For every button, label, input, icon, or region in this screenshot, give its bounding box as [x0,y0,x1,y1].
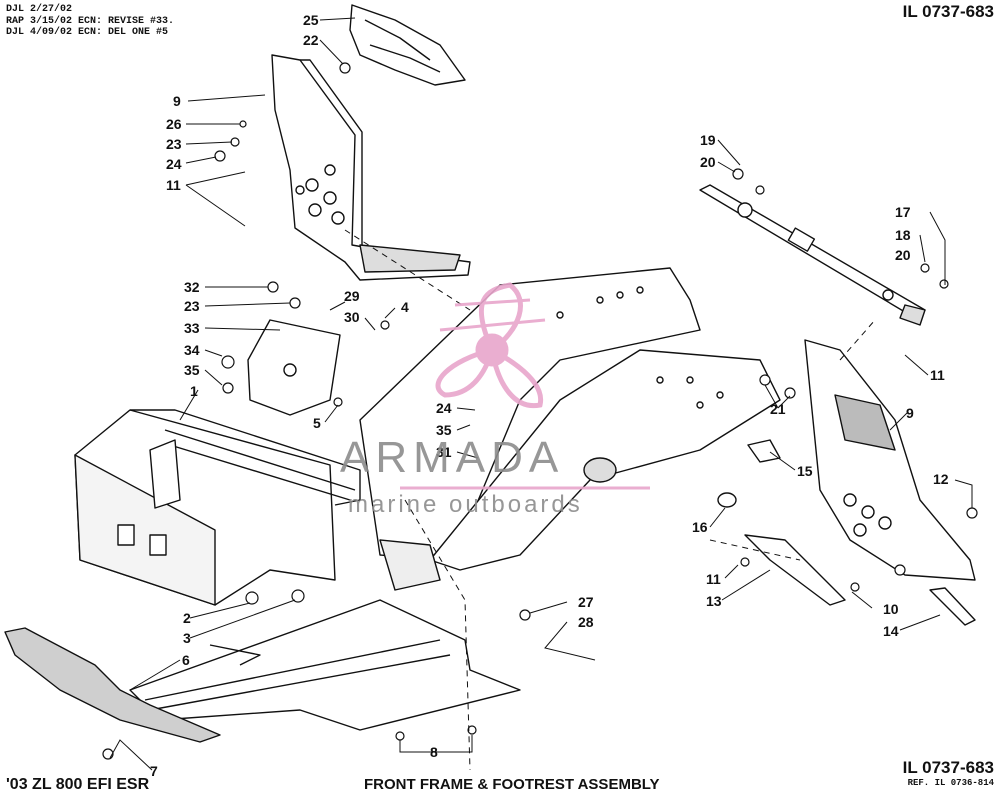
watermark-brand: ARMADA [340,433,564,482]
steering-support-part [271,54,471,281]
callout-4: 4 [401,299,409,315]
callout-11: 11 [166,177,181,193]
callout-31: 31 [436,444,452,460]
callout-22: 22 [303,32,319,48]
callout-6: 6 [182,652,190,668]
assembly-title: FRONT FRAME & FOOTREST ASSEMBLY [364,776,660,793]
callout-5: 5 [313,415,321,431]
callout-3: 3 [183,630,191,646]
illustration-code-top: IL 0737-683 [902,2,994,21]
callout-20: 20 [700,154,716,170]
callout-19: 19 [700,132,716,148]
watermark-tagline: marine outboards [348,491,583,518]
callout-25: 25 [303,12,319,28]
callout-8: 8 [430,744,438,760]
callout-34: 34 [184,342,200,358]
revision-notes: DJL 2/27/02 RAP 3/15/02 ECN: REVISE #33.… [6,4,174,39]
illustration-code-bottom: IL 0737-683 [902,758,994,777]
tunnel-rails-part [359,267,781,591]
footrest-part [129,599,521,731]
steering-shaft-part [699,184,926,326]
fasteners [102,62,978,760]
callout-35: 35 [436,422,452,438]
front-frame-part [74,409,361,606]
callout-32: 32 [184,279,200,295]
callout-28: 28 [578,614,594,630]
hood-bracket-part [349,4,466,86]
callout-2: 2 [183,610,191,626]
callout-30: 30 [344,309,360,325]
callout-35: 35 [184,362,200,378]
callout-17: 17 [895,204,911,220]
callout-23: 23 [166,136,182,152]
callout-20: 20 [895,247,911,263]
callout-24: 24 [166,156,182,172]
callout-21: 21 [770,401,786,417]
callout-16: 16 [692,519,708,535]
callout-1: 1 [190,383,198,399]
mount-bracket-part [247,319,341,416]
callout-18: 18 [895,227,911,243]
callout-13: 13 [706,593,722,609]
side-panel-part [804,339,976,581]
callout-7: 7 [150,763,158,779]
callout-33: 33 [184,320,200,336]
callout-15: 15 [797,463,813,479]
callout-29: 29 [344,288,360,304]
propeller-logo [435,282,546,409]
callout-11: 11 [930,367,945,383]
revision-note: RAP 3/15/02 ECN: REVISE #33. [6,15,175,27]
revision-note: DJL 4/09/02 ECN: DEL ONE #5 [6,27,169,38]
leader-lines [109,17,973,771]
callout-24: 24 [436,400,452,416]
callout-14: 14 [883,623,899,639]
callout-9: 9 [906,405,914,421]
bumper-part [4,627,221,743]
callout-23: 23 [184,298,200,314]
revision-note: DJL 2/27/02 [6,4,73,15]
small-brackets [717,439,976,626]
model-label: '03 ZL 800 EFI ESR [6,776,150,793]
reference-code: REF. IL 0736-814 [907,778,994,788]
callout-26: 26 [166,116,182,132]
callout-10: 10 [883,601,899,617]
callout-27: 27 [578,594,594,610]
callout-9: 9 [173,93,181,109]
watermark: ARMADA marine outboards [340,282,650,518]
callout-11: 11 [706,571,721,587]
callout-12: 12 [933,471,949,487]
callout-labels: 25 22 9 26 23 24 11 32 23 29 30 4 33 34 … [150,12,949,779]
